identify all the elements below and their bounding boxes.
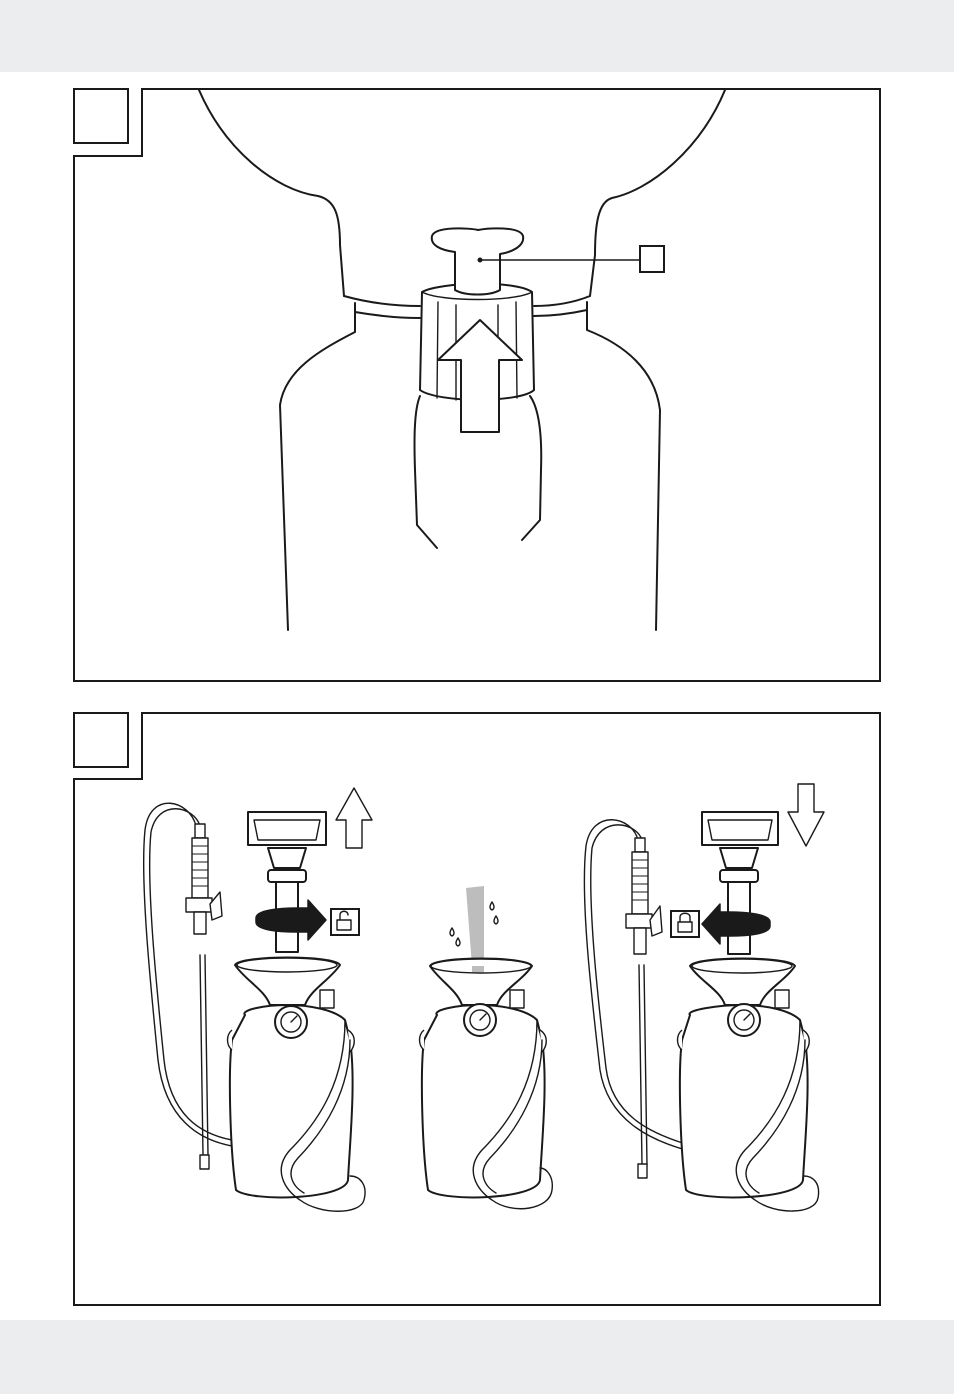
water-drop-icon <box>494 916 498 924</box>
water-drop-icon <box>450 928 454 936</box>
safety-valve <box>320 990 334 1008</box>
tank-left-outline <box>280 303 355 630</box>
safety-valve <box>775 990 789 1008</box>
water-stream <box>466 886 484 966</box>
tank-right-outline <box>587 302 660 630</box>
inner-bottle-left <box>415 396 437 548</box>
wand-lance-edge <box>644 965 647 1165</box>
pump-cap <box>720 870 758 882</box>
step-fill <box>420 886 553 1209</box>
padlock-body <box>337 920 351 930</box>
figure-bottom <box>74 713 880 1305</box>
wand-trigger <box>210 892 222 920</box>
figure-top <box>74 89 880 681</box>
wand-connector <box>634 928 646 954</box>
step-unscrew <box>144 788 372 1211</box>
safety-valve <box>510 990 524 1008</box>
wand-grip <box>192 838 208 898</box>
pump-cap <box>268 870 306 882</box>
hose-inner <box>150 809 232 1140</box>
pump-yoke <box>720 848 758 868</box>
step-screw-on <box>584 784 824 1211</box>
wand-valve <box>186 898 212 912</box>
water-drop-icon <box>456 938 460 946</box>
pump-yoke <box>268 848 306 868</box>
hose <box>144 803 232 1146</box>
wand-connector <box>194 912 206 934</box>
wand-trigger <box>650 906 662 936</box>
strap-mount-left <box>678 1030 683 1050</box>
wand-grip <box>632 852 648 914</box>
inner-bottle-right <box>522 396 541 540</box>
sprayer-shoulder-right <box>534 296 590 306</box>
collar-left-line <box>355 312 420 318</box>
wand-nozzle <box>195 824 205 838</box>
arrow-up-icon <box>336 788 372 848</box>
sprayer-head-left-outline <box>199 90 344 296</box>
wand-lance-edge <box>205 955 208 1155</box>
wand-lance <box>200 955 203 1155</box>
wand-valve <box>626 914 652 928</box>
collar-right-line <box>534 310 587 316</box>
strap-mount-left <box>420 1030 425 1050</box>
callout-label-box <box>640 246 664 272</box>
lance-tip <box>200 1155 209 1169</box>
figure-bottom-number-box <box>74 713 128 767</box>
lance-tip <box>638 1164 647 1178</box>
arrow-down-icon <box>788 784 824 846</box>
cap-rib <box>516 302 517 398</box>
water-drop-icon <box>490 902 494 910</box>
wand-nozzle <box>635 838 645 852</box>
cap-rib <box>437 302 438 398</box>
water-stream-inlet <box>472 966 484 972</box>
strap-mount-left <box>228 1030 233 1050</box>
padlock-body <box>678 922 692 932</box>
figure-top-number-box <box>74 89 128 143</box>
wand-lance <box>639 965 642 1165</box>
